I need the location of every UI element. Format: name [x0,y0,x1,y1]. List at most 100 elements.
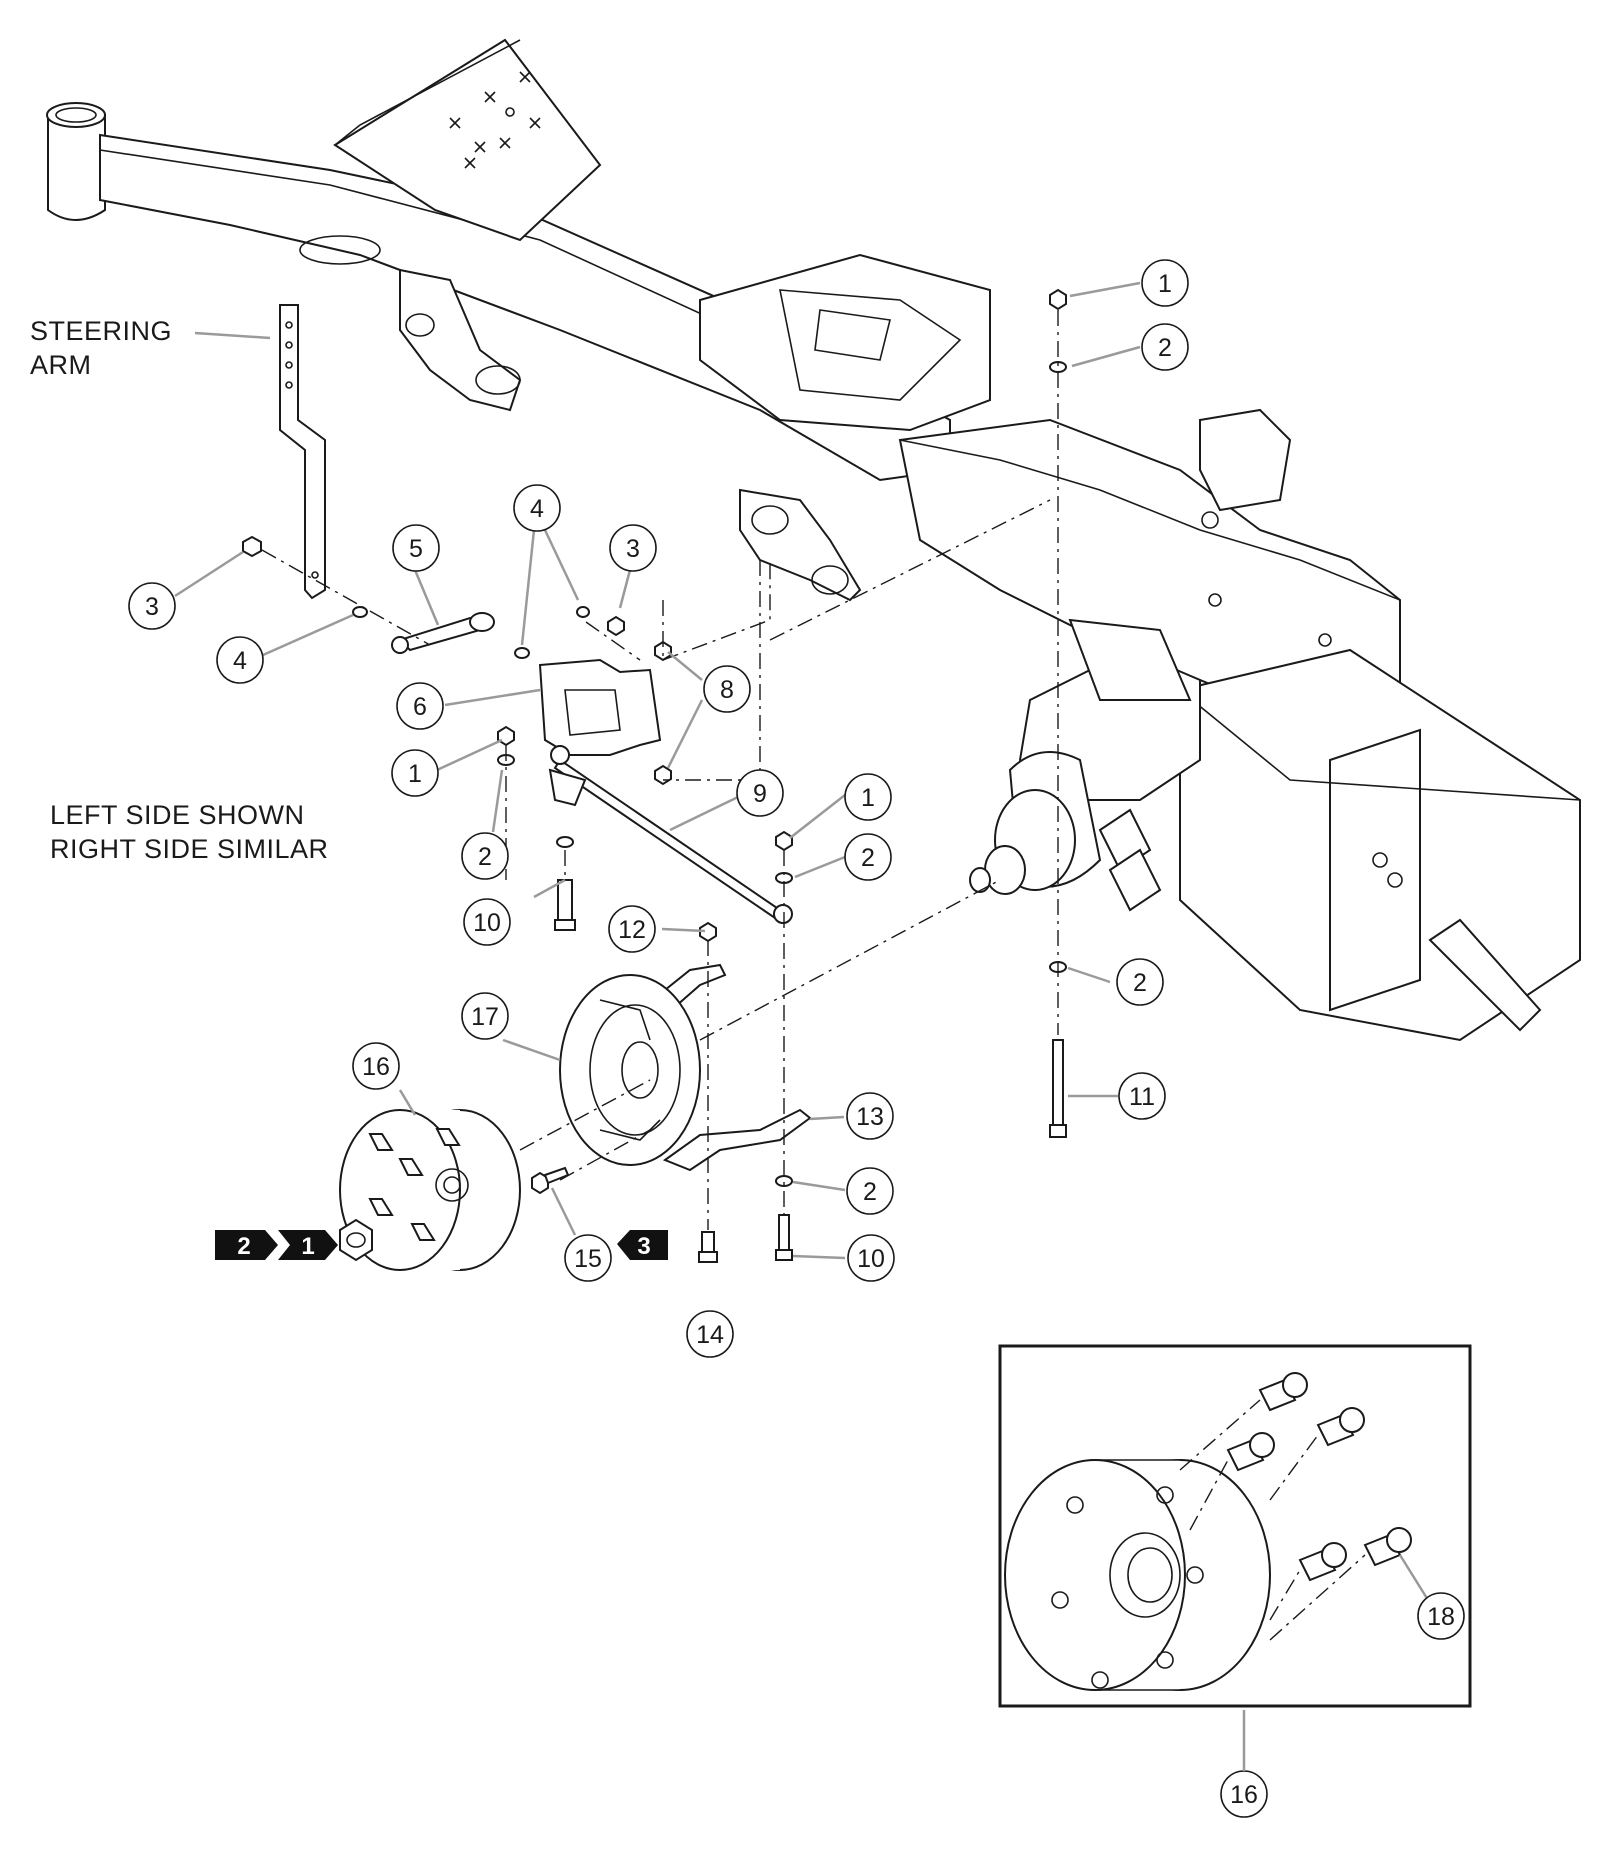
callout-14: 14 [686,1310,734,1358]
nut [242,535,262,558]
nut [654,764,672,786]
svg-text:8: 8 [720,676,734,704]
brake-rod [548,745,793,924]
nut [607,615,625,637]
callout-2: 2 [1116,958,1164,1006]
svg-text:2: 2 [861,844,875,872]
wheel-stud [1363,1527,1412,1567]
nut [775,830,793,852]
svg-text:1: 1 [861,784,875,812]
svg-text:1: 1 [1158,270,1172,298]
callout-2: 2 [844,833,892,881]
tie-rod-end [391,612,495,654]
callout-6: 6 [396,682,444,730]
svg-text:5: 5 [409,535,423,563]
chassis-frame [46,38,1581,1042]
svg-text:4: 4 [530,495,544,523]
steering-arm-label-line1: STEERING [30,316,173,346]
svg-text:16: 16 [362,1053,390,1081]
svg-text:11: 11 [1129,1083,1155,1111]
bolt [698,1231,718,1263]
callout-10: 10 [463,898,511,946]
svg-text:1: 1 [408,760,422,788]
washer [352,606,368,618]
bolt-cross-pattern [449,71,541,169]
ref-tag-2: 2 [215,1230,278,1260]
svg-text:3: 3 [626,535,640,563]
leader-lines [174,281,1430,1601]
bolt [775,1214,793,1261]
callout-5: 5 [392,524,440,572]
reference-tags: 2 1 3 [215,1230,668,1260]
steering-arm-label-line2: ARM [30,350,92,380]
nut [1049,288,1067,311]
svg-text:3: 3 [637,1233,650,1260]
callout-11: 11 [1118,1072,1166,1120]
steering-arm-label: STEERING ARM [30,314,172,382]
callout-10: 10 [847,1234,895,1282]
callout-16: 16 [1220,1770,1268,1818]
svg-text:13: 13 [856,1103,884,1131]
brake-assembly [559,963,727,1166]
svg-text:1: 1 [301,1233,314,1260]
svg-text:3: 3 [145,593,159,621]
long-bolt [1049,1039,1067,1138]
svg-text:6: 6 [413,693,427,721]
svg-text:2: 2 [1158,334,1172,362]
callout-4: 4 [216,636,264,684]
washer [556,836,574,848]
callout-1: 1 [844,773,892,821]
wheel-hub [339,1109,521,1271]
bolt [554,879,576,931]
callout-2: 2 [1141,323,1189,371]
side-note: LEFT SIDE SHOWN RIGHT SIDE SIMILAR [50,798,329,866]
wheel-stud [1258,1372,1308,1412]
callout-3: 3 [128,582,176,630]
callout-2: 2 [846,1167,894,1215]
callout-12: 12 [608,905,656,953]
svg-text:2: 2 [1133,969,1147,997]
callout-2: 2 [461,832,509,880]
svg-text:16: 16 [1230,1781,1258,1809]
svg-text:18: 18 [1427,1603,1455,1631]
steering-arm [279,304,326,600]
callout-18: 18 [1417,1592,1465,1640]
callout-16: 16 [352,1042,400,1090]
callout-9: 9 [736,769,784,817]
svg-text:2: 2 [237,1233,250,1260]
wheel-stud [1226,1432,1275,1472]
bolt [531,1166,570,1195]
ref-tag-1: 1 [278,1230,338,1260]
ref-tag-3: 3 [617,1230,668,1260]
svg-text:14: 14 [696,1321,724,1349]
callout-3: 3 [609,524,657,572]
svg-text:12: 12 [618,916,646,944]
callout-1: 1 [391,749,439,797]
washer [576,606,590,618]
lug-nut [339,1218,373,1262]
svg-text:4: 4 [233,647,247,675]
callout-13: 13 [846,1092,894,1140]
wheel-stud [1298,1542,1347,1582]
nut [699,921,717,943]
svg-text:17: 17 [471,1003,499,1031]
svg-text:10: 10 [473,909,501,937]
svg-text:2: 2 [863,1178,877,1206]
callout-1: 1 [1141,259,1189,307]
detail-inset [998,1344,1472,1708]
callout-15: 15 [564,1234,612,1282]
callout-8: 8 [703,665,751,713]
callout-17: 17 [461,992,509,1040]
callouts: 1 2 3 4 4 5 4 3 6 8 1 2 9 1 2 10 12 2 17… [128,259,1465,1818]
wheel-motor [969,618,1201,912]
wheel-stud [1316,1407,1365,1447]
washer [514,647,530,659]
side-note-line1: LEFT SIDE SHOWN [50,800,305,830]
svg-text:9: 9 [753,780,767,808]
nut [497,725,515,747]
svg-text:10: 10 [857,1245,885,1273]
bracket [538,658,662,756]
svg-text:2: 2 [478,843,492,871]
callout-4: 4 [513,484,561,532]
